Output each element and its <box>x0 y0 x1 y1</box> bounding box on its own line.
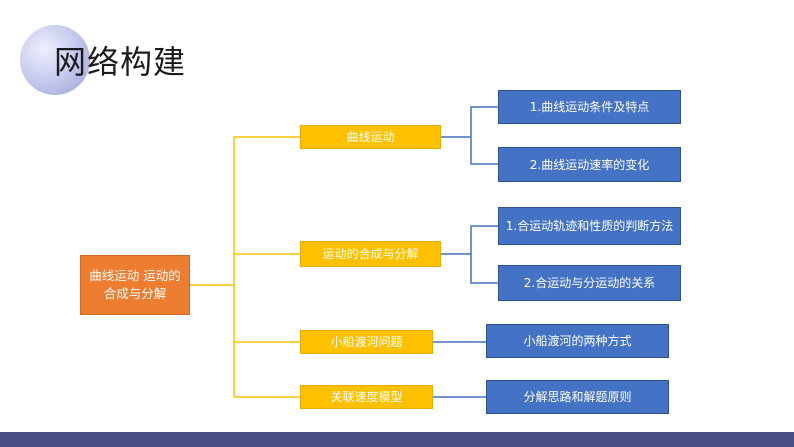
leaf-node-trajectory-judgment: 1.合运动轨迹和性质的判断方法 <box>498 207 681 245</box>
branch-node-curvilinear-motion: 曲线运动 <box>300 125 441 149</box>
branch-node-composition: 运动的合成与分解 <box>300 241 441 267</box>
leaf-node-condition-features: 1.曲线运动条件及特点 <box>498 90 681 124</box>
branch-node-related-velocity: 关联速度模型 <box>300 385 433 409</box>
root-node: 曲线运动 运动的合成与分解 <box>80 255 190 315</box>
title-decoration-circle <box>20 25 90 95</box>
leaf-node-decomposition-principles: 分解思路和解题原则 <box>486 380 669 414</box>
leaf-node-motion-relationship: 2.合运动与分运动的关系 <box>498 265 681 301</box>
branch-node-boat-crossing: 小船渡河问题 <box>300 330 433 354</box>
leaf-node-speed-change: 2.曲线运动速率的变化 <box>498 147 681 182</box>
connector-leaf-2 <box>441 225 498 284</box>
leaf-node-crossing-methods: 小船渡河的两种方式 <box>486 324 669 358</box>
footer-bar <box>0 432 794 447</box>
connector-root-spine <box>190 137 235 397</box>
connector-leaf-1 <box>441 106 498 165</box>
page-title: 网络构建 <box>54 43 187 81</box>
